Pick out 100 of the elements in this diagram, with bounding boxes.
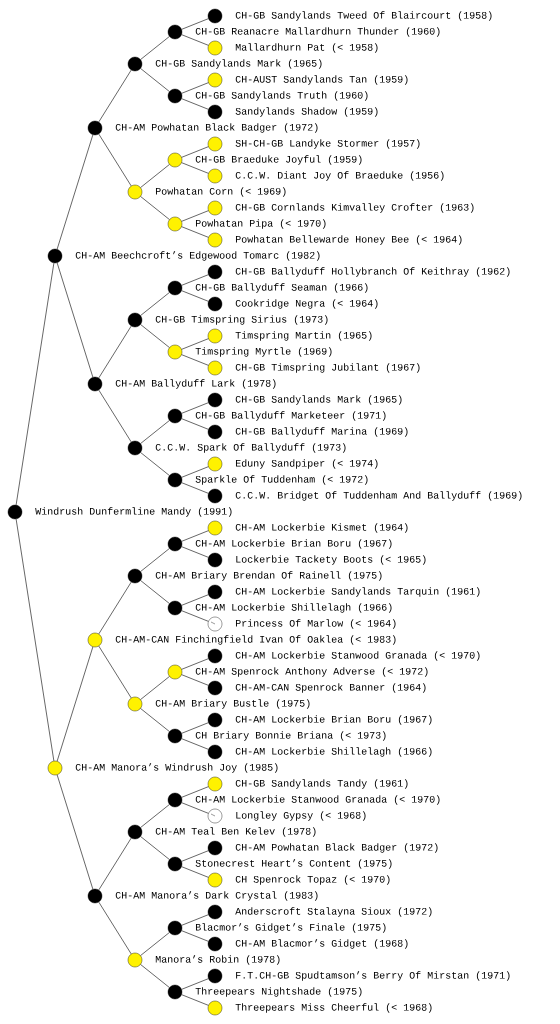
dog-name: C.C.W. Bridget Of Tuddenham And Ballyduff (1969) [235,491,522,501]
dog-name: CH-GB Ballyduff Seaman (1966) [195,283,368,293]
tree-line [181,290,209,302]
dog-name: Blacmor’s Gidget’s Finale (1975) [196,923,386,933]
dog-name: Stonecrest Heart’s Content (1975) [195,859,392,869]
tree-line [181,98,209,110]
dog-name: Powhatan Corn (< 1969) [156,187,286,197]
dog-name: Timspring Martin (1965) [235,331,372,341]
dog-name: CH-AM Powhatan Black Badger (1972) [115,123,318,133]
dog-name: CH-GB Ballyduff Marketeer (1971) [195,411,386,421]
tree-line [181,610,209,622]
tree-line [98,389,132,443]
dog-name: Mallardhurn Pat (< 1958) [235,43,378,53]
dog-name: CH-GB Timspring Jubilant (1967) [235,363,420,373]
dog-name: Sparkle Of Tuddenham (< 1972) [195,475,368,485]
dog-name: CH-GB Sandylands Tweed Of Blaircourt (1958) [235,11,492,21]
dog-name: CH-GB Cornlands Kimvalley Crofter (1963) [235,203,474,213]
dog-name: Eduny Sandpiper (< 1974) [236,459,378,469]
tree-line [140,836,170,860]
dog-name: C.C.W. Diant Joy Of Braeduke (1956) [235,171,444,181]
tree-line [181,418,209,430]
tree-line [140,964,170,988]
tree-line [140,932,170,956]
tree-line [181,402,209,414]
dog-name: Powhatan Pipa (< 1970) [196,219,326,229]
tree-line [56,646,94,762]
dog-name: C.C.W. Spark Of Ballyduff (1973) [155,443,346,453]
dog-name: Manora’s Robin (1978) [155,955,280,965]
tree-line [98,581,132,635]
tree-line [181,866,209,878]
tree-line [181,274,209,286]
tree-line [140,676,170,700]
dog-name: CH-AM Lockerbie Sandylands Tarquin (1961) [235,587,480,597]
tree-line [181,738,209,750]
dog-name: CH-AM Manora’s Dark Crystal (1983) [115,891,318,901]
dog-name: Timspring Myrtle (1969) [195,347,332,357]
tree-line [98,837,132,891]
dog-name: CH-AM Blacmor’s Gidget (1968) [235,939,408,949]
tree-line [181,354,209,366]
dog-name: CH-GB Ballyduff Hollybranch Of Keithray (1962) [235,267,510,277]
dog-name: CH-AM Lockerbie Brian Boru (1967) [195,539,392,549]
dog-name: CH-AM Beechcroft’s Edgewood Tomarc (1982) [75,251,320,261]
tree-line [181,722,209,734]
dog-name: Princess Of Marlow (< 1964) [236,619,396,629]
tree-line [181,146,209,158]
dog-name: CH-AM Lockerbie Shillelagh (1966) [195,603,392,613]
tree-line [181,466,209,478]
tree-line [98,901,132,955]
tree-line [140,548,170,572]
dog-name: CH-AM Teal Ben Kelev (1978) [155,827,316,837]
dog-name: CH-GB Sandylands Mark (1965) [235,395,402,405]
tree-line [181,914,209,926]
dog-name: Threepears Miss Cheerful (< 1968) [235,1003,432,1013]
tree-line [181,850,209,862]
dog-name: CH-AM Briary Bustle (1975) [155,699,310,709]
dog-name: CH-AM Lockerbie Stanwood Granada (< 1970) [235,651,480,661]
dog-name: Sandylands Shadow (1959) [235,107,378,117]
dog-name: CH Briary Bonnie Briana (< 1973) [195,731,386,741]
tree-line [140,36,170,60]
tree-line [181,786,209,798]
dog-name: CH-AM Lockerbie Brian Boru (1967) [235,715,432,725]
tree-line [181,226,209,238]
tree-line [56,134,94,250]
tree-line [140,196,170,220]
tree-line [181,18,209,30]
dog-name: CH Spenrock Topaz (< 1970) [235,875,390,885]
tree-line [56,262,94,378]
tree-line [56,774,94,890]
dog-name: CH-AUST Sandylands Tan (1959) [235,75,408,85]
dog-name: CH-AM-CAN Finchingfield Ivan Of Oaklea (< 1983) [115,635,396,645]
dog-name: CH-GB Sandylands Truth (1960) [195,91,368,101]
tree-line [15,262,55,506]
dog-name: CH-AM Lockerbie Stanwood Granada (< 1970) [195,795,440,805]
dog-name: Lockerbie Tackety Boots (< 1965) [236,555,426,565]
dog-name: Longley Gypsy (< 1968) [236,811,366,821]
tree-line [98,69,132,123]
dog-name: CH-AM Manora’s Windrush Joy (1985) [75,763,278,773]
tree-line [181,658,209,670]
tree-line [140,164,170,188]
tree-line [181,162,209,174]
dog-name: CH-GB Ballyduff Marina (1969) [235,427,408,437]
tree-line [181,210,209,222]
tree-line [181,34,209,46]
dog-name: CH-GB Sandylands Mark (1965) [155,59,322,69]
tree-line [140,708,170,732]
dog-name: CH-AM Spenrock Anthony Adverse (< 1972) [195,667,428,677]
dog-name: CH-GB Reanacre Mallardhurn Thunder (1960) [195,27,440,37]
dog-name: SH-CH-GB Landyke Stormer (1957) [235,139,420,149]
dog-name: CH-AM Lockerbie Shillelagh (1966) [235,747,432,757]
tree-line [181,482,209,494]
dog-name: CH-AM Briary Brendan Of Rainell (1975) [155,571,382,581]
tree-line [15,518,55,762]
tree-line [181,978,209,990]
dog-name: CH-AM Powhatan Black Badger (1972) [235,843,438,853]
tree-line [181,674,209,686]
tree-line [140,804,170,828]
tree-line [181,546,209,558]
tree-line [140,324,170,348]
dog-name: CH-GB Sandylands Tandy (1961) [235,779,408,789]
tree-line [98,133,132,187]
